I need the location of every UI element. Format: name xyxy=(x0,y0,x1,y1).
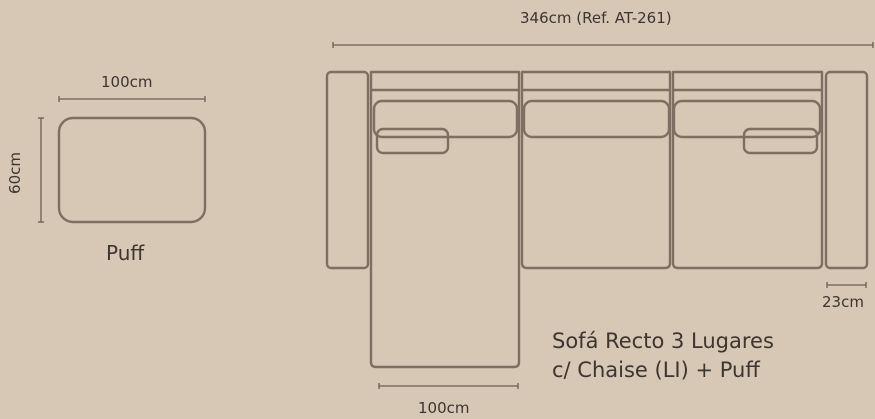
middle-back-cushion xyxy=(522,99,671,139)
right-back-cushion xyxy=(672,99,822,139)
product-title-line-1: Sofá Recto 3 Lugares xyxy=(552,329,774,353)
chaise-width-dimension-line xyxy=(378,383,519,389)
left-armrest xyxy=(325,70,370,270)
product-title: Sofá Recto 3 Lugares c/ Chaise (LI) + Pu… xyxy=(552,327,774,385)
chaise-throw-pillow xyxy=(375,127,450,155)
puff-name-label: Puff xyxy=(106,241,145,265)
total-width-label: 346cm (Ref. AT-261) xyxy=(520,9,672,27)
puff-outline xyxy=(57,116,207,224)
chaise-seat-section xyxy=(369,70,521,369)
puff-depth-label: 60cm xyxy=(5,152,24,194)
chaise-back-cushion xyxy=(372,99,519,139)
total-width-dimension-line xyxy=(332,42,874,48)
middle-seat-section xyxy=(520,70,672,270)
puff-depth-dimension-line xyxy=(38,117,44,223)
puff-width-dimension-line xyxy=(58,96,206,102)
product-title-line-2: c/ Chaise (LI) + Puff xyxy=(552,358,760,382)
armrest-width-dimension-line xyxy=(826,282,867,288)
right-seat-section xyxy=(671,70,824,270)
chaise-width-label: 100cm xyxy=(418,399,470,417)
armrest-width-label: 23cm xyxy=(822,293,864,311)
puff-width-label: 100cm xyxy=(101,73,153,91)
right-throw-pillow xyxy=(742,127,819,155)
right-armrest xyxy=(824,70,869,270)
